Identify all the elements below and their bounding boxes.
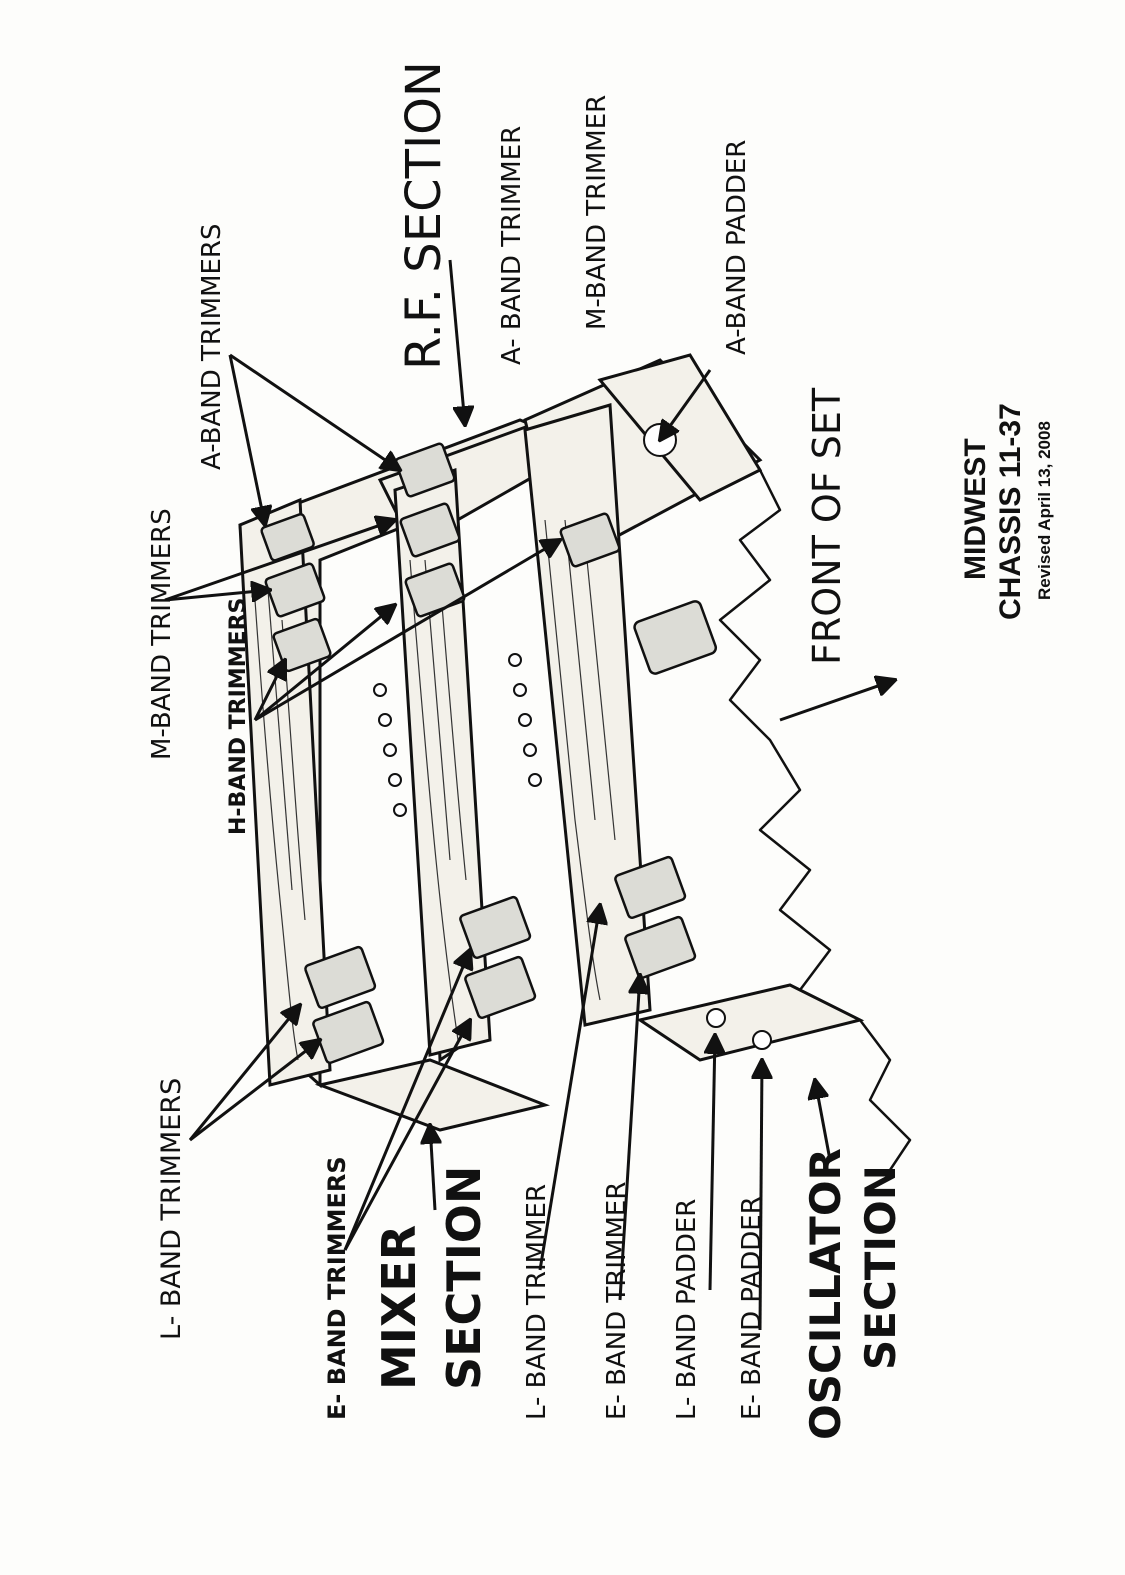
title-line-2: CHASSIS 11-37 xyxy=(994,403,1027,620)
label-oscillator: OSCILLATOR xyxy=(801,1148,850,1440)
diagram-labels: L- BAND TRIMMERS E- BAND TRIMMERS MIXER … xyxy=(147,61,905,1440)
label-l-band-trimmers-top: L- BAND TRIMMERS xyxy=(156,1078,187,1340)
label-a-band-trimmers: A-BAND TRIMMERS xyxy=(197,223,227,470)
label-l-band-padder: L- BAND PADDER xyxy=(672,1199,702,1420)
revision-date: Revised April 13, 2008 xyxy=(1035,421,1054,600)
label-a-band-trimmer: A- BAND TRIMMER xyxy=(497,126,527,365)
board-right xyxy=(523,403,652,1027)
label-mixer: MIXER xyxy=(372,1225,426,1390)
label-section-mixer: SECTION xyxy=(437,1166,491,1390)
label-m-band-trimmer: M-BAND TRIMMER xyxy=(582,95,612,330)
leader-arrows xyxy=(164,259,895,1331)
label-section-oscillator: SECTION xyxy=(856,1165,905,1370)
chassis-drawing xyxy=(238,353,912,1172)
tear-line-lower xyxy=(858,1018,912,1172)
title-block: MIDWEST CHASSIS 11-37 Revised April 13, … xyxy=(959,403,1054,620)
label-h-band-trimmers: H-BAND TRIMMERS xyxy=(226,598,251,835)
label-m-band-trimmers: M-BAND TRIMMERS xyxy=(147,508,177,760)
label-front-of-set: FRONT OF SET xyxy=(805,387,849,665)
trimmer-components xyxy=(260,442,718,1064)
label-e-band-trimmer: E- BAND TRIMMER xyxy=(602,1182,632,1420)
label-e-band-padder: E- BAND PADDER xyxy=(737,1196,767,1420)
oscillator-plate xyxy=(636,983,865,1062)
tear-line-upper xyxy=(718,468,832,992)
label-l-band-trimmer: L- BAND TRIMMER xyxy=(522,1184,552,1420)
board-middle xyxy=(393,467,492,1057)
label-a-band-padder: A-BAND PADDER xyxy=(722,140,752,355)
title-line-1: MIDWEST xyxy=(959,438,992,580)
mixer-plate xyxy=(314,1058,551,1132)
mounting-holes xyxy=(373,423,772,1050)
label-e-band-trimmers: E- BAND TRIMMERS xyxy=(323,1156,351,1420)
label-rf-section: R.F. SECTION xyxy=(396,61,452,370)
